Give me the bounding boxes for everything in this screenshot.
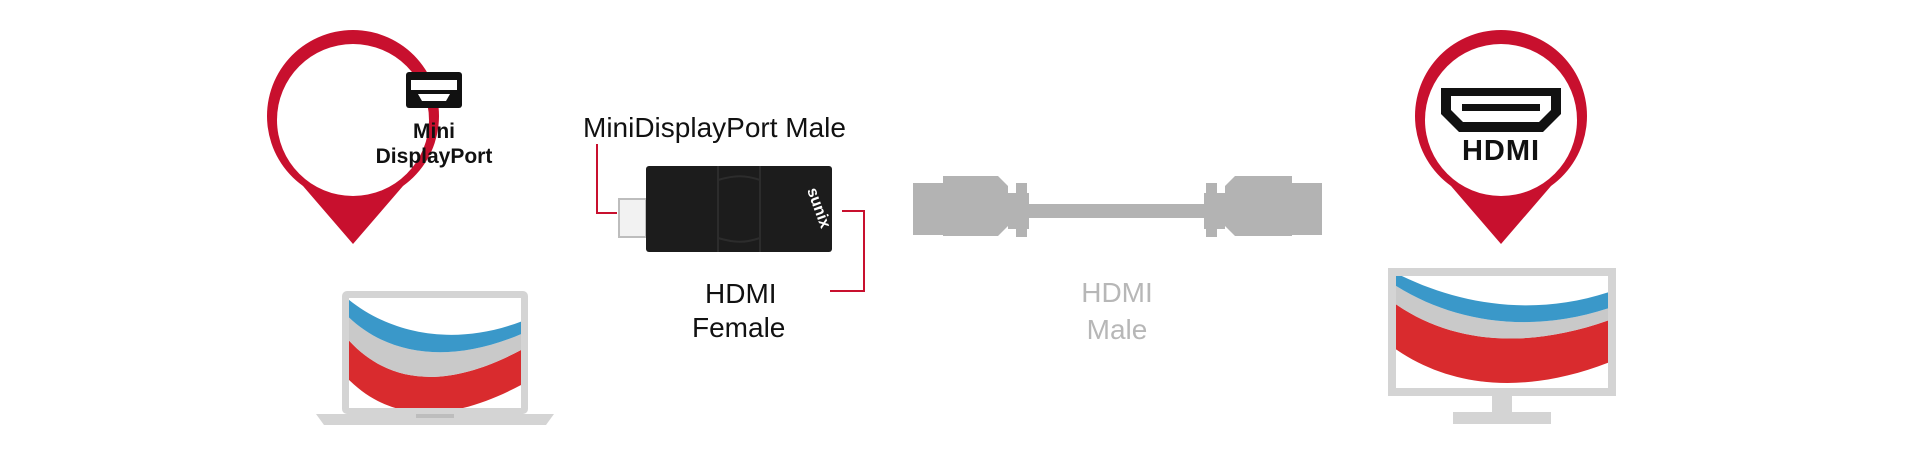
pin-left-line2: DisplayPort	[376, 145, 493, 168]
hdmi-cable-icon	[913, 176, 1322, 237]
monitor-screen-swoosh	[1396, 276, 1608, 383]
hdmi-pin-marker: HDMI	[1414, 30, 1587, 244]
leader-line-mdp	[596, 144, 617, 214]
label-hdmi-female-line2: Female	[692, 312, 786, 343]
hdmi-connector-icon	[1441, 88, 1561, 132]
label-hdmi-female-line1: HDMI	[705, 278, 777, 309]
minidisplayport-pin-marker: Mini DisplayPort	[267, 30, 492, 244]
label-hdmi-male-line1: HDMI	[1081, 277, 1153, 308]
minidisplayport-connector-icon	[406, 72, 462, 108]
label-hdmi-male-line2: Male	[1086, 314, 1148, 345]
laptop-screen-swoosh	[349, 299, 521, 408]
laptop-icon	[316, 291, 554, 425]
pin-right-logo: HDMI	[1462, 135, 1540, 167]
pin-left-line1: Mini	[413, 120, 455, 143]
adapter-icon: sunix	[618, 166, 834, 252]
label-mdp-male: MiniDisplayPort Male	[583, 112, 846, 143]
monitor-icon	[1388, 268, 1616, 424]
leader-line-hdmi-female	[830, 210, 865, 292]
